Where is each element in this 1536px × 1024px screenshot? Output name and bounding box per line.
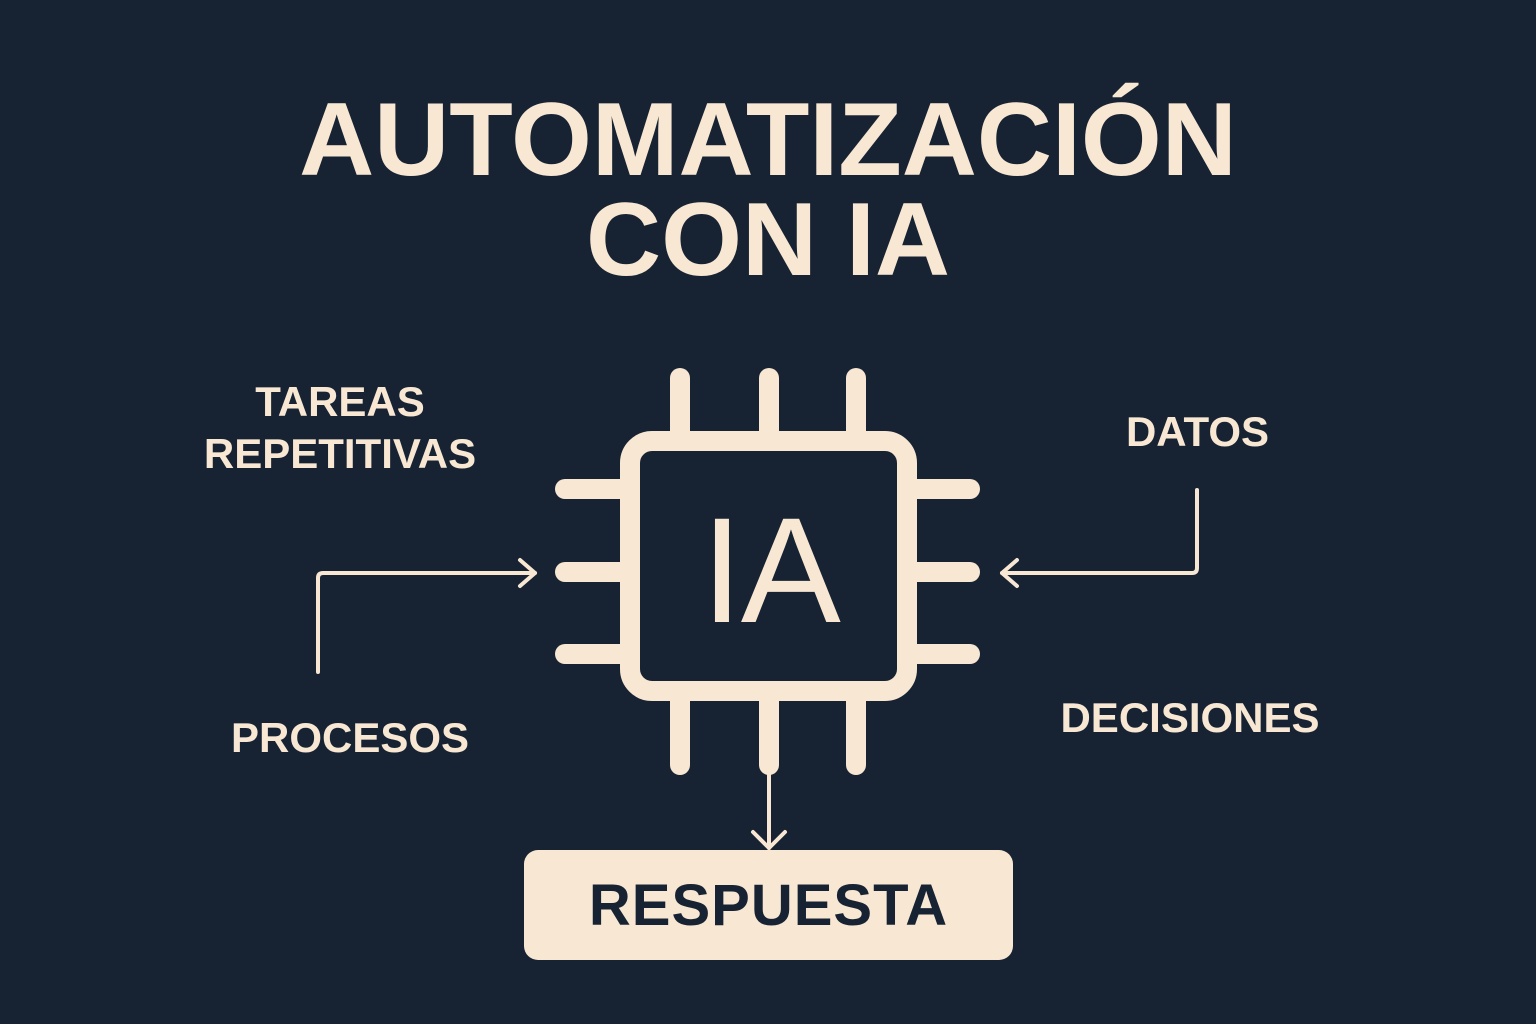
label-datos: DATOS	[1125, 408, 1270, 455]
processor-chip-icon	[555, 368, 980, 775]
arrow-right-icon	[316, 558, 537, 674]
arrow-left-icon	[1000, 488, 1199, 588]
title-line-2: CON IA	[586, 182, 950, 298]
arrow-down-icon	[751, 770, 787, 850]
chip-label: IA	[701, 485, 841, 654]
label-tareas-repetitivas: TAREAS REPETITIVAS	[180, 376, 500, 480]
response-box: RESPUESTA	[524, 850, 1013, 960]
title-line-1: AUTOMATIZACIÓN	[299, 82, 1237, 198]
response-label: RESPUESTA	[588, 872, 949, 938]
label-procesos: PROCESOS	[230, 714, 470, 761]
label-tareas-line-1: TAREAS	[255, 378, 425, 425]
label-tareas-line-2: REPETITIVAS	[203, 430, 477, 477]
label-decisiones: DECISIONES	[1060, 694, 1320, 741]
